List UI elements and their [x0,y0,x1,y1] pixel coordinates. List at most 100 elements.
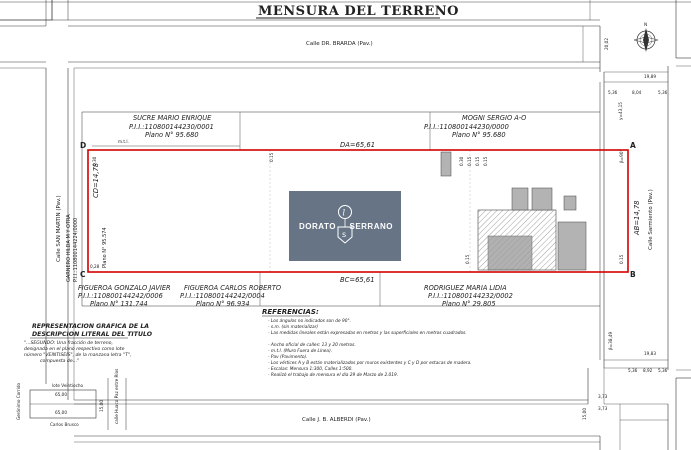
svg-text:3,73: 3,73 [598,406,608,411]
svg-text:FIGUEROA GONZALO JAVIER: FIGUEROA GONZALO JAVIER [78,284,171,292]
dim-west: CD=14,78 [92,162,100,198]
neighbor-west: GARNERO HILDA M Y OTRA P.I.I.:1108001442… [66,214,108,282]
svg-text:- Pav (Pavimento).: - Pav (Pavimento). [268,354,308,360]
svg-text:- Las medidas lineales están e: - Las medidas lineales están expresadas … [268,329,467,336]
svg-text:FIGUEROA CARLOS ROBERTO: FIGUEROA CARLOS ROBERTO [184,284,281,292]
svg-text:"...SEGUNDO: Una fracción de t: "...SEGUNDO: Una fracción de terreno, [24,339,113,346]
neighbor-north-east: MOGNI SERGIO A-O P.I.I.:110800144230/000… [424,114,526,139]
title-representation-block: REPRESENTACION GRAFICA DE LA DESCRIPCION… [24,323,153,364]
watermark-left-text: DORATO [299,222,336,231]
watermark-logo: DORATO l s SERRANO [289,191,401,261]
wall-label-2: 0.15 [465,254,470,264]
svg-text:- Los ángulos no indicados son: - Los ángulos no indicados son de 90°. [268,317,351,324]
svg-text:15,00: 15,00 [582,408,587,420]
svg-text:compuesta de...": compuesta de..." [40,358,79,364]
svg-text:19,83: 19,83 [644,351,656,356]
svg-text:20,02: 20,02 [604,38,609,50]
street-west-label: Calle SAN MARTIN (Pav.) [56,195,62,262]
svg-text:REFERENCIAS:: REFERENCIAS: [262,308,319,316]
svg-text:RODRIGUEZ MARIA LIDIA: RODRIGUEZ MARIA LIDIA [424,284,507,292]
svg-text:Carlos Brusco: Carlos Brusco [50,422,79,427]
wall-label-5: 0.15 [467,156,472,166]
mtl-label: m.t.l. [118,139,129,144]
dim-east-angle: β=90° [619,149,624,163]
svg-text:número "VEINTISEIS", de la man: número "VEINTISEIS", de la manzana letra… [24,351,131,358]
corner-b: B [630,270,636,279]
svg-text:designada en el plano respecti: designada en el plano respectivo como lo… [24,346,125,352]
svg-text:P.I.I.:110800144242/0004: P.I.I.:110800144242/0004 [180,292,265,300]
wall-label-7: 0.15 [483,156,488,166]
svg-text:P.I.I.:110800144230/0001: P.I.I.:110800144230/0001 [129,123,214,131]
svg-text:5,36: 5,36 [628,368,638,373]
dim-west-partial: 0,28 [90,264,100,269]
svg-text:- Escalas: Mensura 1:300, Call: - Escalas: Mensura 1:300, Calles 1:500. [268,366,353,372]
svg-text:DESCRIPCION LITERAL DEL TITULO: DESCRIPCION LITERAL DEL TITULO [32,331,153,338]
north-arrow-icon: N [633,22,659,52]
svg-text:Plano N° 95.680: Plano N° 95.680 [452,131,506,139]
svg-text:REPRESENTACION GRAFICA DE LA: REPRESENTACION GRAFICA DE LA [32,323,149,330]
dim-south: BC=65,61 [340,276,375,284]
svg-text:5,36: 5,36 [608,90,618,95]
svg-text:N: N [644,22,647,27]
corner-c: C [80,270,86,279]
neighbor-south-middle: FIGUEROA CARLOS ROBERTO P.I.I.:110800144… [180,284,281,308]
logo-emblem-icon: l s [337,205,353,244]
svg-text:lote Veintiocho: lote Veintiocho [52,383,84,388]
svg-text:GARNERO HILDA M Y OTRA: GARNERO HILDA M Y OTRA [66,214,72,282]
neighbor-north-west: SUCRE MARIO ENRIQUE P.I.I.:110800144230/… [129,114,214,139]
wall-label-4: 0.30 [459,156,464,166]
svg-text:Plano N° 95.680: Plano N° 95.680 [145,131,199,139]
street-south-label: Calle J. B. ALBERDI (Pav.) [302,417,371,423]
svg-text:Gerónimo Corrido: Gerónimo Corrido [16,383,21,420]
wall-label-6: 0.15 [475,156,480,166]
references-block: REFERENCIAS: - Los ángulos no indicados … [262,308,472,378]
svg-text:65,00: 65,00 [55,410,67,415]
neighbor-south-east: RODRIGUEZ MARIA LIDIA P.I.I.:11080014423… [424,284,513,308]
svg-text:P.I.I.:110800144230/0000: P.I.I.:110800144230/0000 [424,123,509,131]
svg-text:- Ancho oficial de calles: 13: - Ancho oficial de calles: 13 y 20 metro… [268,342,356,348]
svg-text:- s.m. (sin materializar): - s.m. (sin materializar) [268,324,318,330]
existing-buildings [440,151,587,271]
dim-east-street: β=38,49 [608,331,613,350]
svg-text:calle Huaco Paz entre Ríos: calle Huaco Paz entre Ríos [114,369,119,424]
corner-d: D [80,141,86,150]
svg-text:y=43,15: y=43,15 [618,102,623,120]
svg-text:l: l [343,209,346,218]
neighbor-south-west: FIGUEROA GONZALO JAVIER P.I.I.:110800144… [78,284,171,308]
svg-text:- Los vértices A y B están mat: - Los vértices A y B están materializado… [268,359,472,366]
svg-text:Plano N° 96.934: Plano N° 96.934 [196,300,250,308]
dim-east: AB=14,78 [633,200,641,236]
block-dimensions: 20,02 19,89 5,36 8,04 5,36 y=43,15 19,83… [582,38,668,420]
svg-text:SUCRE MARIO ENRIQUE: SUCRE MARIO ENRIQUE [133,114,212,122]
dim-north: DA=65,61 [340,141,375,149]
street-east-label: Calle Sarmiento (Pav.) [648,189,654,250]
svg-text:- Realizó el trabajo de mensur: - Realizó el trabajo de mensura el día 2… [268,371,398,378]
svg-text:Plano N° 29.805: Plano N° 29.805 [442,300,496,308]
svg-text:P.I.I.:110800144224/0000: P.I.I.:110800144224/0000 [73,218,79,282]
svg-text:P.I.I.:110800144232/0002: P.I.I.:110800144232/0002 [428,292,513,300]
street-north-label: Calle DR. BRARDA (Pav.) [306,41,373,47]
svg-text:8,92: 8,92 [643,368,653,373]
svg-text:8,04: 8,04 [632,90,642,95]
wall-label-8: 0.30 [92,156,97,166]
drawing-title: MENSURA DEL TERRENO [258,4,459,19]
svg-text:s: s [342,230,346,239]
svg-text:P.I.I.:110800144242/0006: P.I.I.:110800144242/0006 [78,292,163,300]
svg-text:MOGNI SERGIO A-O: MOGNI SERGIO A-O [462,114,526,122]
svg-text:- m.t.l. (Muro Fuera de Línea): - m.t.l. (Muro Fuera de Línea). [268,347,332,354]
svg-text:5,36: 5,36 [658,90,668,95]
svg-text:5,36: 5,36 [658,368,668,373]
svg-text:3,73: 3,73 [598,394,608,399]
wall-label-1: 0.15 [269,152,274,162]
dim-west-inner: Plano N° 95.574 [102,227,108,268]
svg-text:65,00: 65,00 [55,392,67,397]
wall-label-3: 0.15 [619,254,624,264]
watermark-right-text: SERRANO [349,222,393,231]
corner-a: A [630,141,636,150]
svg-text:15,00: 15,00 [99,400,104,412]
title-sketch: lote Veintiocho 65,00 65,00 Carlos Brusc… [16,369,127,430]
svg-text:19,89: 19,89 [644,74,656,79]
svg-text:Plano N° 131.744: Plano N° 131.744 [90,300,148,308]
